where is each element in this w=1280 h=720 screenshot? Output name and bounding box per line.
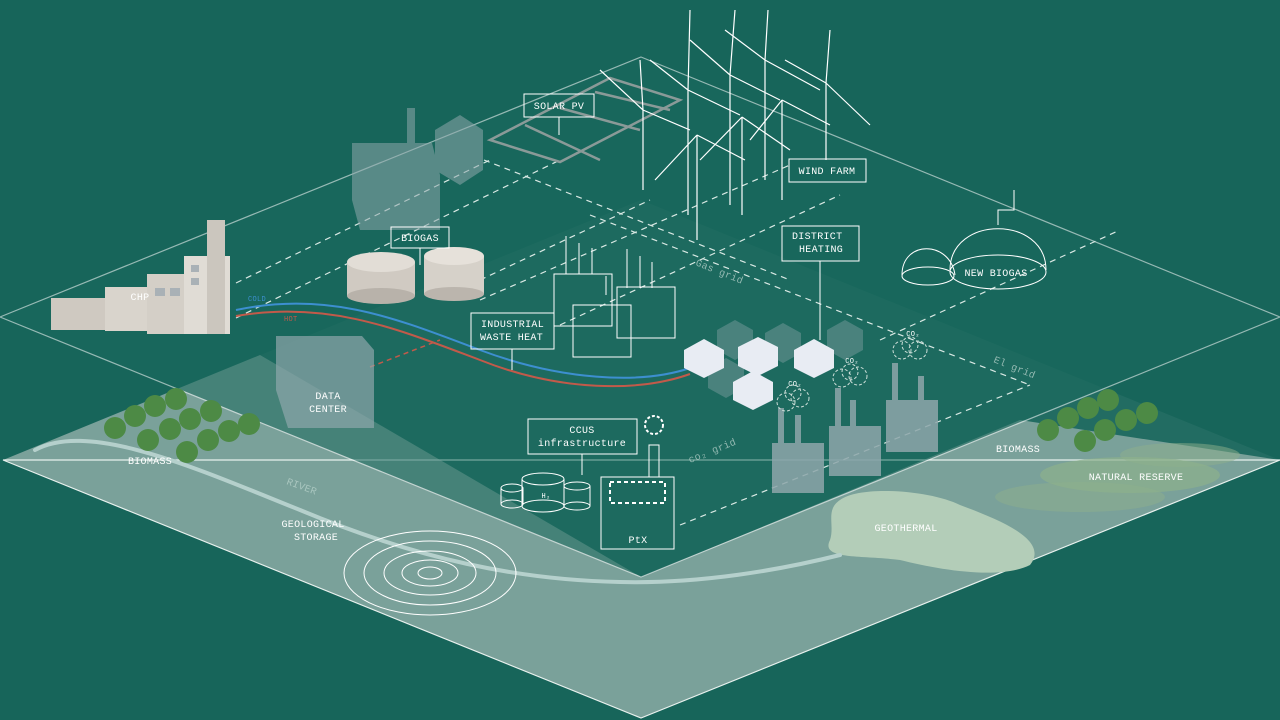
label-co2-2: CO₂: [845, 358, 859, 366]
label-co2-1: CO₂: [788, 381, 802, 389]
river: [33, 438, 842, 585]
label-ccus-1: CCUS: [569, 426, 594, 437]
co2-emitting-factories: [772, 363, 938, 493]
industrial-factory-outline: [553, 236, 676, 358]
district-heating-cubes: [684, 320, 863, 410]
label-h2: H₂: [541, 493, 550, 501]
label-district-heating-1: DISTRICT: [792, 232, 842, 243]
label-geo-storage-2: STORAGE: [294, 533, 338, 544]
label-data-center-2: CENTER: [309, 405, 347, 416]
geothermal-lake: [828, 490, 1035, 573]
label-cold: COLD: [248, 296, 266, 304]
wind-turbines: [599, 9, 871, 240]
label-data-center-1: DATA: [315, 392, 340, 403]
cold-pipe: [235, 302, 691, 379]
label-biogas: BIOGAS: [401, 234, 439, 245]
solar-pv-panels: [486, 76, 684, 164]
biomass-trees-right: [1037, 389, 1158, 452]
label-biomass-left: BIOMASS: [128, 457, 172, 468]
geological-storage-rings: [343, 530, 517, 616]
new-biogas-domes: [901, 190, 1047, 290]
hot-pipe: [235, 310, 691, 388]
label-geo-storage-1: GEOLOGICAL: [281, 520, 344, 531]
h2-tanks: [500, 472, 591, 513]
co2-clouds: [776, 336, 928, 412]
label-biomass-right: BIOMASS: [996, 445, 1040, 456]
label-chp: CHP: [131, 293, 150, 304]
biomass-trees-left: [104, 388, 260, 463]
label-industrial-1: INDUSTRIAL: [481, 320, 544, 331]
label-co2-3: CO₂: [906, 331, 920, 339]
data-center-building: [276, 336, 374, 428]
label-hot: HOT: [284, 316, 298, 324]
label-natural-reserve: NATURAL RESERVE: [1089, 473, 1184, 484]
chp-plant: [51, 220, 230, 334]
label-ptx: PtX: [629, 536, 648, 547]
label-ccus-2: infrastructure: [538, 438, 626, 450]
ptx-facility: [600, 415, 675, 550]
label-industrial-2: WASTE HEAT: [480, 333, 543, 344]
label-geothermal: GEOTHERMAL: [874, 524, 937, 535]
label-district-heating-2: HEATING: [799, 245, 843, 256]
biogas-tanks: [347, 247, 484, 304]
label-solar-pv: SOLAR PV: [534, 102, 584, 113]
ghost-factory: [352, 108, 483, 230]
label-new-biogas: NEW BIOGAS: [964, 269, 1027, 280]
label-boxes: [390, 93, 867, 475]
label-wind-farm: WIND FARM: [799, 167, 856, 178]
